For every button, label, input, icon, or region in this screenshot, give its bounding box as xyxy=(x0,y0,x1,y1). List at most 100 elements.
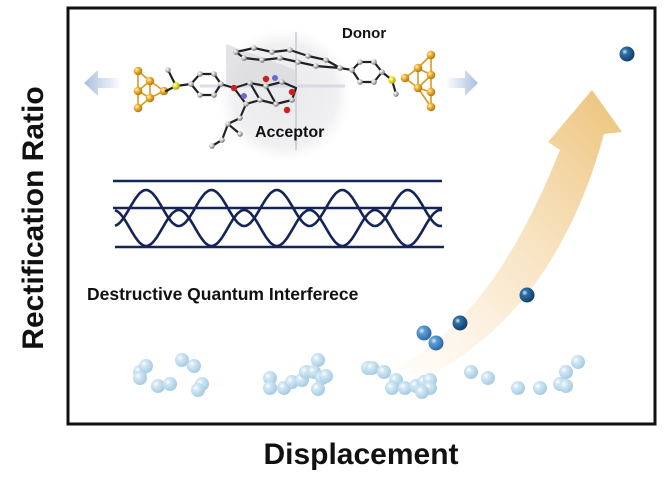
carbon-atom xyxy=(247,80,253,86)
junction-glow xyxy=(217,27,353,163)
gold-atom xyxy=(145,93,155,103)
particle-baseline xyxy=(365,361,379,375)
carbon-atom xyxy=(259,57,265,63)
carbon-atom xyxy=(251,45,257,51)
pull-arrow-left-icon xyxy=(84,70,122,96)
carbon-atom xyxy=(379,69,385,75)
carbon-atom xyxy=(211,71,217,77)
molecular-junction: Donor Acceptor xyxy=(84,25,478,163)
gold-atom xyxy=(159,86,169,96)
particle-baseline xyxy=(311,353,325,367)
gold-atom xyxy=(426,50,436,60)
wave-upper xyxy=(114,188,443,228)
bond xyxy=(232,86,248,106)
particle-baseline xyxy=(464,365,478,379)
gold-atom xyxy=(400,73,410,83)
bond xyxy=(220,122,230,142)
carbon-atom xyxy=(269,49,275,55)
gold-atom xyxy=(413,63,423,73)
gold-atom xyxy=(133,66,143,76)
donor-label: Donor xyxy=(342,25,386,42)
gold-atom xyxy=(133,103,143,113)
carbon-atom xyxy=(371,79,377,85)
particle-baseline xyxy=(385,381,399,395)
pull-arrow-right-icon xyxy=(445,70,478,96)
wave-lower xyxy=(114,208,443,248)
gold-atom xyxy=(145,76,155,86)
carbon-atom xyxy=(289,97,295,103)
bond xyxy=(314,64,342,70)
particle-baseline xyxy=(151,379,165,393)
carbon-atom xyxy=(211,92,217,98)
molecule-atoms xyxy=(165,45,399,149)
particle-baseline xyxy=(175,353,189,367)
carbon-atom xyxy=(243,101,249,107)
particle-rising xyxy=(428,335,444,351)
carbon-atom xyxy=(241,55,247,61)
bond xyxy=(306,54,328,62)
particle-baseline xyxy=(263,381,277,395)
carbon-atom xyxy=(165,67,171,73)
stacking-plane xyxy=(226,44,296,84)
bond xyxy=(278,56,300,64)
bond xyxy=(264,84,278,106)
particle-high xyxy=(452,315,468,331)
particle-high xyxy=(619,46,635,62)
carbon-atom xyxy=(305,53,311,59)
particle-baseline xyxy=(398,381,412,395)
particle-baseline xyxy=(559,379,573,393)
particle-baseline xyxy=(571,355,585,369)
bond xyxy=(252,46,274,54)
particle-baseline xyxy=(559,365,573,379)
carbon-atom xyxy=(233,49,239,55)
gold-atom xyxy=(426,70,436,80)
interference-diagram xyxy=(113,179,444,249)
nitrogen-atom xyxy=(272,75,278,81)
nitrogen-atom xyxy=(241,93,247,99)
particle-rising xyxy=(416,325,432,341)
carbon-atom xyxy=(197,92,203,98)
particle-baseline xyxy=(133,371,147,385)
x-axis-label: Displacement xyxy=(263,438,459,471)
carbon-atom xyxy=(393,91,399,97)
carbon-atom xyxy=(357,59,363,65)
carbon-atom xyxy=(237,131,243,137)
bond xyxy=(260,56,282,62)
carbon-atom xyxy=(371,59,377,65)
bond xyxy=(270,48,292,54)
particle-baseline xyxy=(139,359,153,373)
particle-high xyxy=(519,287,535,303)
particle-baseline xyxy=(263,371,277,385)
carbon-atom xyxy=(219,137,225,143)
carbon-atom xyxy=(313,63,319,69)
carbon-atom xyxy=(279,79,285,85)
gold-atom xyxy=(133,86,143,96)
carbon-atom xyxy=(295,59,301,65)
particle-baseline xyxy=(187,359,201,373)
particle-baseline xyxy=(311,382,325,396)
carbon-atom xyxy=(357,79,363,85)
carbon-atom xyxy=(225,121,231,127)
particle-baseline xyxy=(319,369,333,383)
carbon-atom xyxy=(323,57,329,63)
particle-baseline xyxy=(481,371,495,385)
carbon-atom xyxy=(197,71,203,77)
particle-baseline xyxy=(511,381,525,395)
oxygen-atom xyxy=(230,84,238,92)
particle-baseline xyxy=(415,385,429,399)
oxygen-atom xyxy=(288,88,296,96)
carbon-atom xyxy=(337,65,343,71)
carbon-atom xyxy=(277,55,283,61)
carbon-atom xyxy=(273,101,279,107)
y-axis-label: Rectification Ratio xyxy=(17,86,50,350)
oxygen-atom xyxy=(283,106,291,114)
oxygen-atom xyxy=(262,75,270,83)
bond xyxy=(296,60,318,68)
particle-baseline xyxy=(533,381,547,395)
right-gold-electrode xyxy=(400,50,436,112)
acceptor-label: Acceptor xyxy=(255,124,324,141)
sulfur-atom xyxy=(388,76,396,84)
carbon-atom xyxy=(349,67,355,73)
carbon-atom xyxy=(287,47,293,53)
